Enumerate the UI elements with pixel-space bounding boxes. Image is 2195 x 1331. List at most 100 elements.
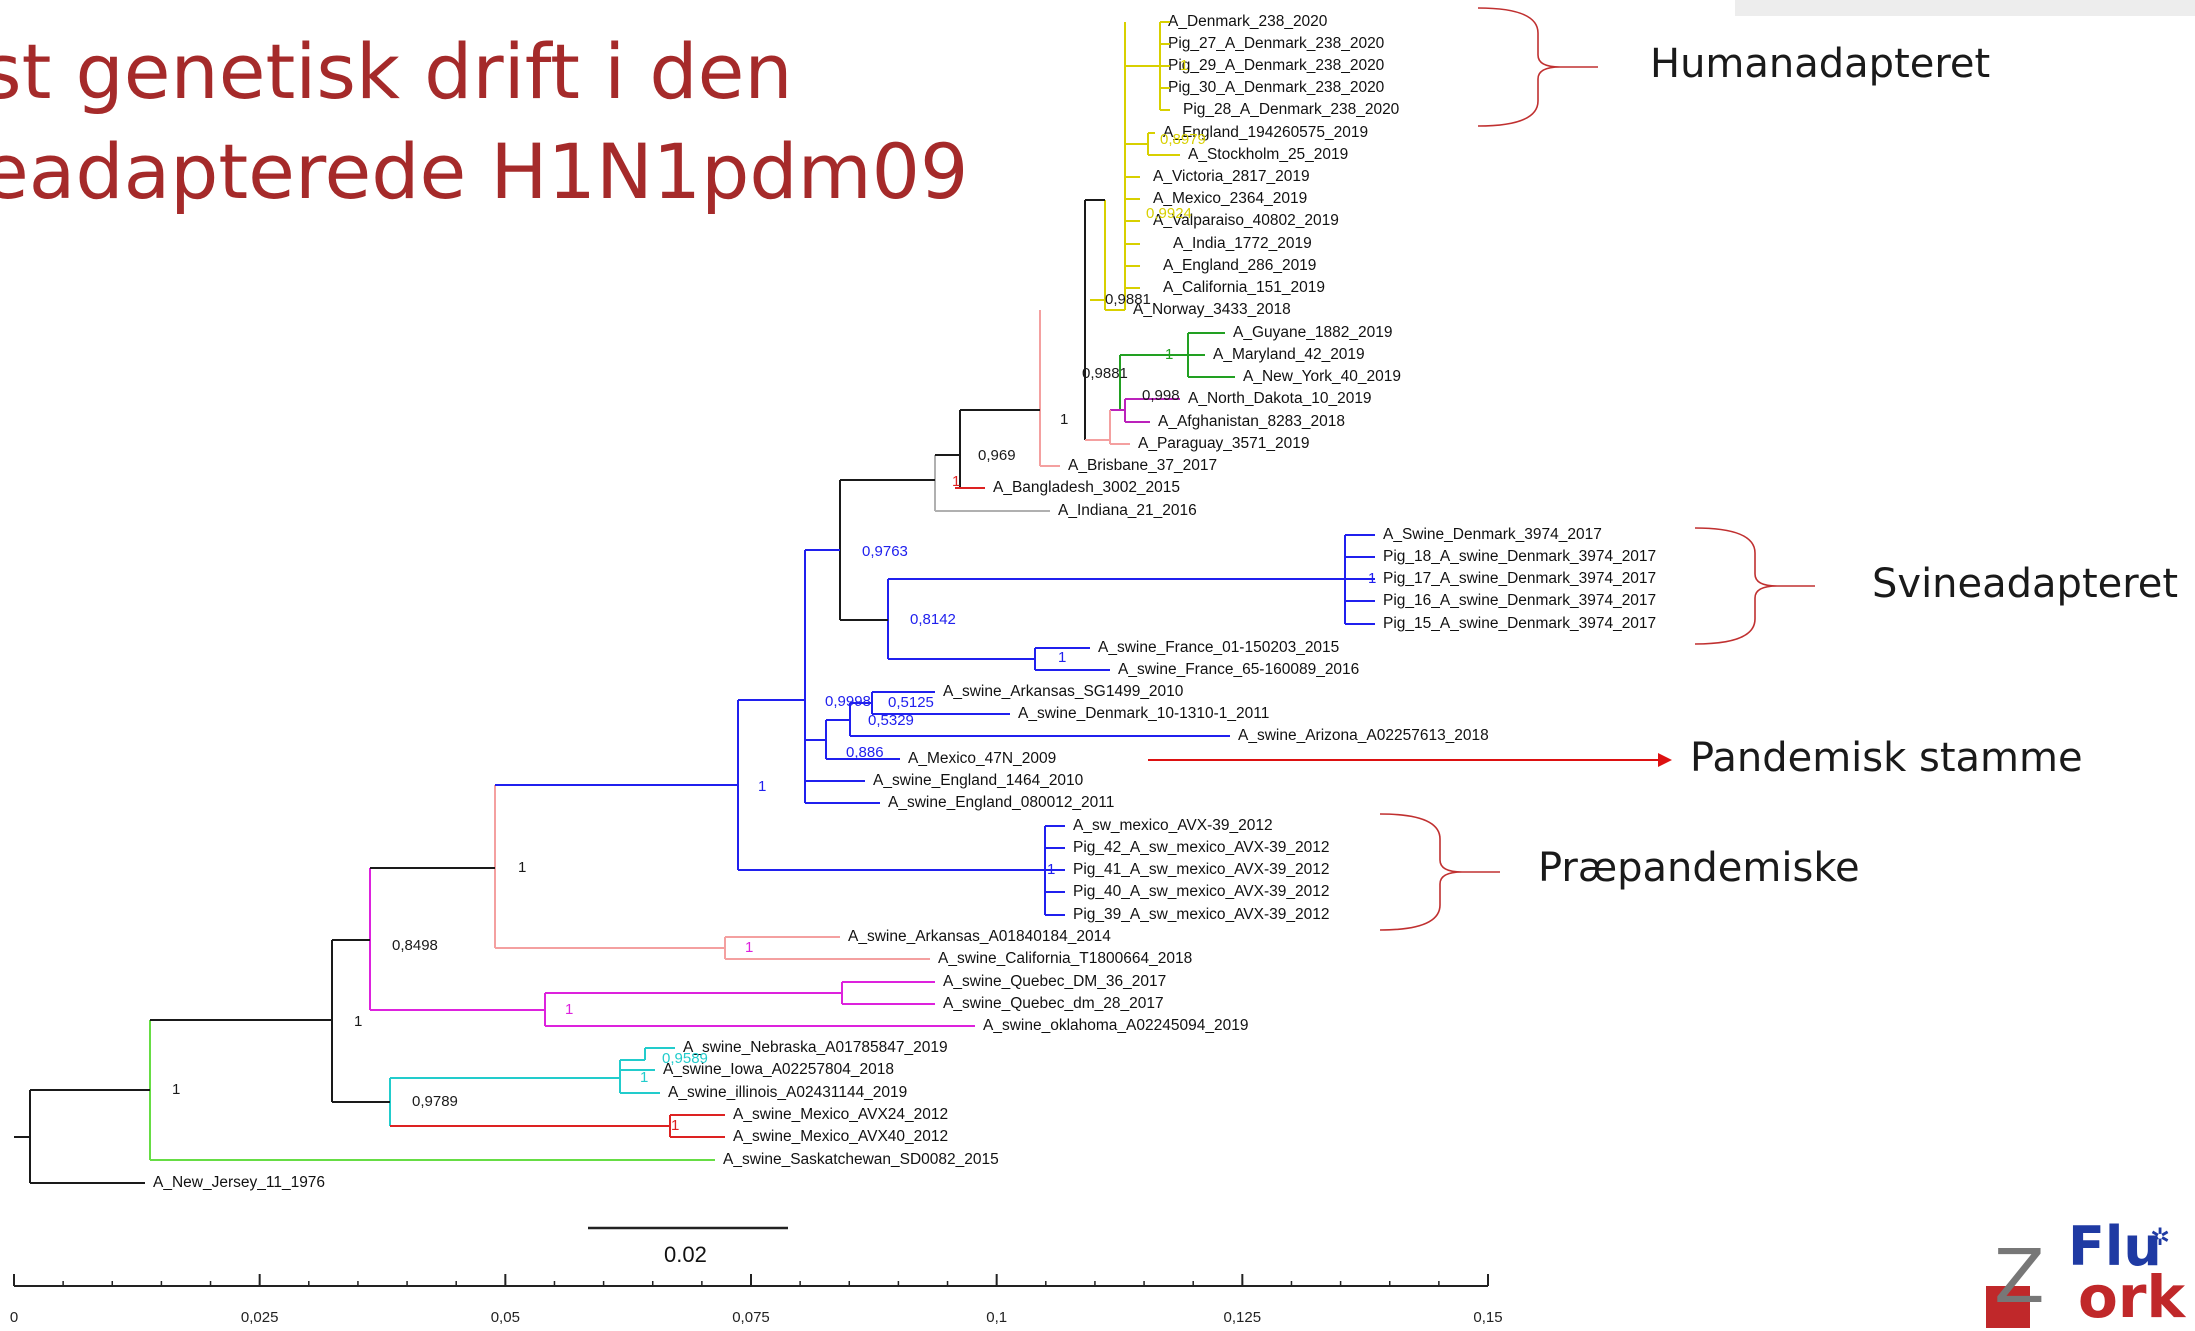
tip-label: A_Afghanistan_8283_2018 (1158, 413, 1345, 430)
tip-label: Pig_29_A_Denmark_238_2020 (1168, 57, 1385, 74)
tip-label: Pig_27_A_Denmark_238_2020 (1168, 35, 1385, 52)
tip-label: A_sw_mexico_AVX-39_2012 (1073, 817, 1273, 834)
header-gray-bar (1735, 0, 2195, 16)
tip-label: Pig_15_A_swine_Denmark_3974_2017 (1383, 615, 1656, 632)
tip-label: Pig_18_A_swine_Denmark_3974_2017 (1383, 548, 1656, 565)
tip-label: A_swine_Quebec_DM_36_2017 (943, 973, 1166, 990)
zooflu-network-logo: Z Flu ork ✲ (1986, 1220, 2186, 1331)
support-value: 1 (354, 1013, 362, 1030)
logo-snowflake-icon: ✲ (2150, 1224, 2171, 1251)
tip-label: A_New_Jersey_11_1976 (153, 1174, 325, 1191)
tip-label: A_swine_Mexico_AVX40_2012 (733, 1128, 948, 1145)
support-value: 0,9881 (1105, 291, 1151, 308)
logo-text-flu: Flu (2068, 1215, 2162, 1278)
pandemic-arrowhead-icon (1658, 753, 1672, 767)
tip-label: A_swine_France_01-150203_2015 (1098, 639, 1339, 656)
tip-label: A_India_1772_2019 (1173, 235, 1312, 252)
x-axis-tick-label: 0,125 (1224, 1309, 1262, 1326)
group-bracket-prepandemic (1379, 813, 1500, 931)
tip-label: A_Swine_Denmark_3974_2017 (1383, 526, 1602, 543)
group-bracket-humanadapted (1477, 7, 1598, 127)
tip-label: A_Maryland_42_2019 (1213, 346, 1365, 363)
support-value: 1 (952, 473, 960, 490)
tip-label: A_swine_Mexico_AVX24_2012 (733, 1106, 948, 1123)
group-label-prepandemic: Præpandemiske (1538, 845, 1860, 891)
tip-label: A_Paraguay_3571_2019 (1138, 435, 1310, 452)
support-value: 0,9589 (662, 1050, 708, 1067)
support-value: 1 (565, 1001, 573, 1018)
tip-label: A_Mexico_2364_2019 (1153, 190, 1307, 207)
support-value: 1 (518, 859, 526, 876)
tip-label: A_Indiana_21_2016 (1058, 502, 1197, 519)
support-value: 1 (172, 1081, 180, 1098)
support-value: 0,8979 (1160, 131, 1206, 148)
tip-label: A_swine_Denmark_10-1310-1_2011 (1018, 705, 1269, 722)
support-value: 1 (1058, 649, 1066, 666)
scale-bar-label: 0.02 (664, 1242, 707, 1267)
tip-label: Pig_40_A_sw_mexico_AVX-39_2012 (1073, 883, 1330, 900)
support-value: 1 (640, 1069, 648, 1086)
tip-label: A_swine_Nebraska_A01785847_2019 (683, 1039, 948, 1056)
support-value: 1 (671, 1117, 679, 1134)
support-value: 1 (1180, 57, 1188, 74)
tip-label: A_Valparaiso_40802_2019 (1153, 212, 1339, 229)
tip-label: A_England_194260575_2019 (1163, 124, 1368, 141)
x-axis-tick-label: 0,1 (986, 1309, 1007, 1326)
x-axis-tick-label: 0,15 (1473, 1309, 1502, 1326)
support-value: 1 (1165, 346, 1173, 363)
tip-label: A_swine_oklahoma_A02245094_2019 (983, 1017, 1248, 1034)
group-label-swineadapted: Svineadapteret (1872, 561, 2179, 607)
tip-label: Pig_17_A_swine_Denmark_3974_2017 (1383, 570, 1656, 587)
tip-label: A_swine_California_T1800664_2018 (938, 950, 1192, 967)
tip-label: A_swine_illinois_A02431144_2019 (668, 1084, 907, 1101)
support-value: 0,969 (978, 447, 1016, 464)
support-value: 0,9789 (412, 1093, 458, 1110)
support-value: 0,8498 (392, 937, 438, 954)
logo-block (1986, 1286, 2030, 1328)
tip-label: A_New_York_40_2019 (1243, 368, 1401, 385)
logo-text-ork: ork (2078, 1263, 2186, 1331)
tip-label: Pig_41_A_sw_mexico_AVX-39_2012 (1073, 861, 1330, 878)
x-axis-tick-label: 0,025 (241, 1309, 279, 1326)
tip-label: A_North_Dakota_10_2019 (1188, 390, 1372, 407)
support-value: 0,9998 (825, 693, 871, 710)
support-value: 1 (1060, 411, 1068, 428)
tip-label: A_Guyane_1882_2019 (1233, 324, 1392, 341)
support-value: 0,9924 (1146, 205, 1192, 222)
support-value: 1 (1368, 570, 1376, 587)
support-value: 1 (758, 778, 766, 795)
tip-label: Pig_39_A_sw_mexico_AVX-39_2012 (1073, 906, 1330, 923)
tip-label: A_swine_Arkansas_SG1499_2010 (943, 683, 1184, 700)
tip-label: A_Bangladesh_3002_2015 (993, 479, 1180, 496)
group-label-pandemic: Pandemisk stamme (1690, 735, 2083, 781)
slide-title-line-1: st genetisk drift i den (0, 27, 793, 116)
tip-label: Pig_16_A_swine_Denmark_3974_2017 (1383, 592, 1656, 609)
tip-label: A_swine_England_080012_2011 (888, 794, 1114, 811)
x-axis-tick-label: 0 (10, 1309, 18, 1326)
support-value: 1 (745, 939, 753, 956)
support-value: 0,886 (846, 744, 884, 761)
tip-label: A_Brisbane_37_2017 (1068, 457, 1217, 474)
tip-label: A_swine_France_65-160089_2016 (1118, 661, 1359, 678)
x-axis-tick-label: 0,05 (491, 1309, 520, 1326)
x-axis-tick-label: 0,075 (732, 1309, 770, 1326)
group-label-humanadapted: Humanadapteret (1650, 41, 1991, 87)
support-value: 1 (1047, 861, 1055, 878)
logo-letter-z: Z (1994, 1234, 2045, 1320)
tip-label: A_England_286_2019 (1163, 257, 1316, 274)
group-bracket-swineadapted (1694, 527, 1815, 645)
support-value: 0,9881 (1082, 365, 1128, 382)
support-value: 0,8142 (910, 611, 956, 628)
tip-label: Pig_28_A_Denmark_238_2020 (1183, 101, 1400, 118)
tip-label: A_swine_Iowa_A02257804_2018 (663, 1061, 894, 1078)
tip-label: A_swine_England_1464_2010 (873, 772, 1084, 789)
support-value: 0,998 (1142, 387, 1180, 404)
tip-label: A_swine_Quebec_dm_28_2017 (943, 995, 1164, 1012)
tip-label: A_Stockholm_25_2019 (1188, 146, 1348, 163)
tip-label: A_California_151_2019 (1163, 279, 1325, 296)
tip-label: A_Norway_3433_2018 (1133, 301, 1291, 318)
tip-label: A_swine_Arkansas_A01840184_2014 (848, 928, 1111, 945)
tip-label: A_Denmark_238_2020 (1168, 13, 1328, 30)
tip-label: A_Mexico_47N_2009 (908, 750, 1056, 767)
